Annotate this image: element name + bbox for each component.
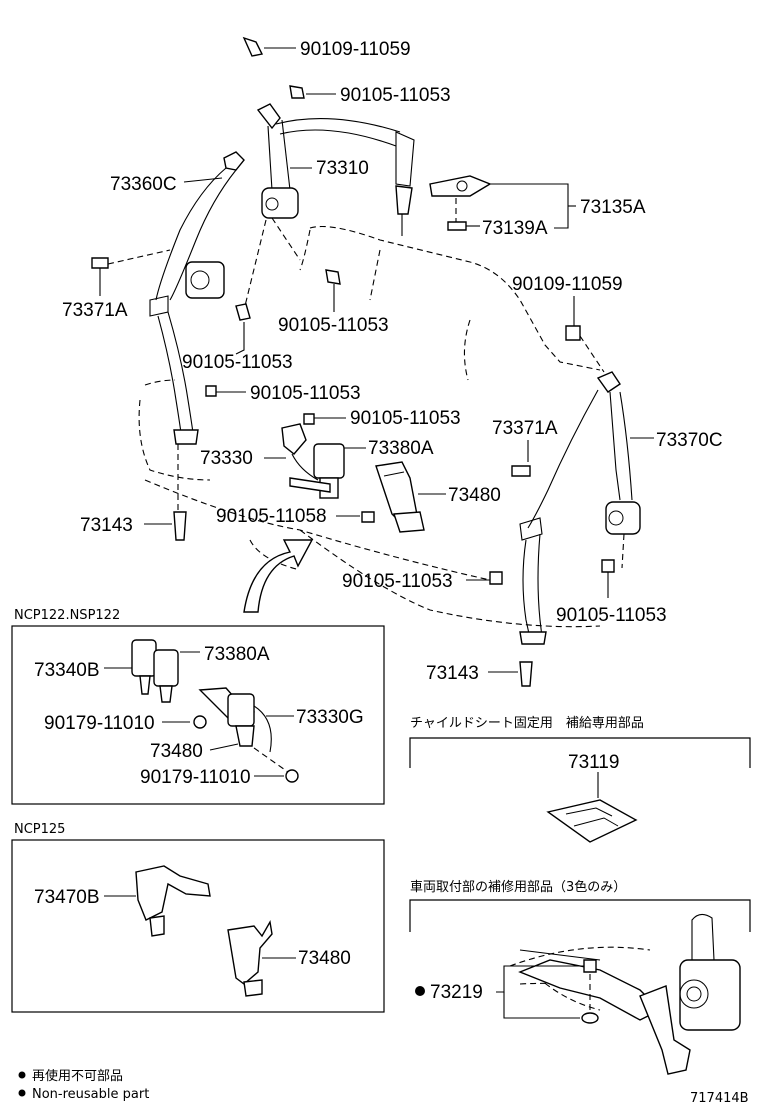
- label-90105-11053-e: 90105-11053: [350, 408, 461, 429]
- label-90105-11053-a: 90105-11053: [340, 85, 451, 106]
- label-73360c: 73360C: [110, 174, 177, 195]
- repair-section: 車両取付部の補修用部品（3色のみ） 73219: [409, 879, 751, 1075]
- label-73380a-ncp122: 73380A: [204, 644, 270, 665]
- label-90105-11053-b: 90105-11053: [278, 315, 389, 336]
- label-73139a: 73139A: [482, 218, 548, 239]
- label-90105-11053-f: 90105-11053: [342, 571, 453, 592]
- legend-en: Non-reusable part: [32, 1087, 149, 1102]
- label-73143-left: 73143: [80, 515, 133, 536]
- belt-73360c: [149, 151, 245, 510]
- legend-dot-en: [18, 1089, 26, 1097]
- label-73219: 73219: [430, 982, 483, 1003]
- ncp125-box: NCP125 73470B 73480: [11, 822, 385, 1013]
- label-73135a: 73135A: [580, 197, 646, 218]
- label-73340b: 73340B: [34, 660, 100, 681]
- child-seat-section: チャイルドシート固定用 補給専用部品 73119: [409, 716, 751, 843]
- belt-73370c: [519, 335, 641, 645]
- repair-title: 車両取付部の補修用部品（3色のみ）: [410, 879, 626, 895]
- legend: 再使用不可部品 Non-reusable part: [18, 1068, 149, 1102]
- figure-id: 717414B: [690, 1091, 749, 1106]
- bracket-73135a: [429, 175, 492, 231]
- label-90105-11053-c: 90105-11053: [182, 352, 293, 373]
- label-73370c: 73370C: [656, 430, 723, 451]
- label-90105-11053-g: 90105-11053: [556, 605, 667, 626]
- ncp122-title: NCP122.NSP122: [14, 608, 120, 623]
- label-73143-right: 73143: [426, 663, 479, 684]
- direction-arrow: [243, 539, 314, 613]
- label-90105-11058: 90105-11058: [216, 506, 327, 527]
- label-90109-11059-top: 90109-11059: [300, 39, 411, 60]
- ncp122-box: NCP122.NSP122 73340B 73380A 90179-11010 …: [11, 608, 385, 805]
- buckle-group-main: [281, 423, 425, 533]
- label-73380a: 73380A: [368, 438, 434, 459]
- label-73480: 73480: [448, 485, 501, 506]
- legend-dot-jp: [18, 1071, 26, 1079]
- bolt-icons: [91, 36, 615, 687]
- child-seat-title: チャイルドシート固定用 補給専用部品: [410, 716, 644, 731]
- label-90179-11010-a: 90179-11010: [44, 713, 155, 734]
- non-reusable-dot-73219: [415, 986, 425, 996]
- label-73330g: 73330G: [296, 707, 364, 728]
- rear-seat-outline: [138, 225, 601, 628]
- label-90179-11010-b: 90179-11010: [140, 767, 251, 788]
- label-73371a-left: 73371A: [62, 300, 128, 321]
- label-73330: 73330: [200, 448, 253, 469]
- legend-jp: 再使用不可部品: [32, 1068, 123, 1084]
- label-73371a-right: 73371A: [492, 418, 558, 439]
- label-73470b: 73470B: [34, 887, 100, 908]
- ncp125-title: NCP125: [14, 822, 65, 837]
- label-73119: 73119: [568, 752, 619, 773]
- leader-lines: [99, 47, 654, 673]
- belt-73310: [243, 103, 415, 311]
- label-73480-ncp122: 73480: [150, 741, 203, 762]
- label-90105-11053-d: 90105-11053: [250, 383, 361, 404]
- label-73480-ncp125: 73480: [298, 948, 351, 969]
- label-90109-11059-right: 90109-11059: [512, 274, 623, 295]
- label-73310: 73310: [316, 158, 369, 179]
